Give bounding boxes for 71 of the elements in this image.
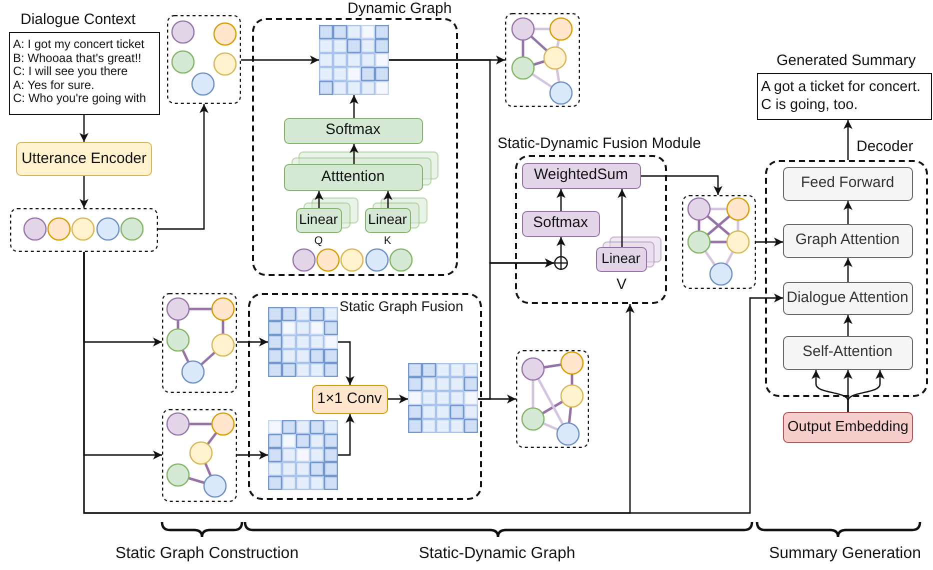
arrow: [618, 189, 626, 247]
arrow: [384, 191, 392, 208]
process-box: 1×1 Conv: [312, 384, 388, 414]
graph-drawing: [682, 195, 756, 289]
arrow: [350, 144, 358, 164]
group-title: Static-Dynamic Fusion Module: [498, 134, 701, 152]
process-box: Linear: [596, 246, 646, 272]
arrow: [844, 201, 852, 224]
circled-plus-icon: [554, 256, 568, 270]
arrow: [556, 189, 566, 211]
graph-drawing: [162, 409, 237, 502]
arrow: [80, 115, 88, 142]
arrow: [641, 175, 722, 195]
process-box: Output Embedding: [783, 412, 913, 443]
matrix-drawing: [268, 306, 338, 376]
arrow: [844, 120, 852, 160]
group-title: Dynamic Graph: [348, 0, 452, 16]
arrow: [478, 258, 554, 400]
input-label: K: [384, 234, 392, 248]
bracket-label: Static Graph Construction: [115, 545, 299, 564]
arrow: [338, 341, 354, 385]
arrow: [237, 450, 268, 460]
matrix-drawing: [408, 362, 478, 432]
arrow: [237, 338, 268, 346]
arrow: [756, 238, 783, 246]
summary-text: A got a ticket for concert. C is going, too.: [761, 78, 922, 114]
matrix-drawing: [268, 420, 338, 490]
dialogue-line: C: I will see you there: [13, 65, 128, 79]
graph-drawing: [162, 293, 237, 393]
process-box: Softmax: [284, 118, 422, 144]
graph-drawing: [505, 13, 580, 107]
graph-drawing: [516, 350, 589, 448]
group-title: Static Graph Fusion: [340, 298, 464, 314]
arrow: [314, 191, 324, 208]
group-title: Decoder: [856, 138, 914, 154]
process-box: Utterance Encoder: [16, 142, 152, 176]
circle-row-drawing: [292, 248, 412, 272]
group-frame: [248, 293, 482, 500]
arrow: [844, 258, 852, 282]
arrow: [388, 394, 408, 404]
dialogue-line: A: Yes for sure.: [13, 78, 94, 92]
input-label: Q: [314, 234, 323, 248]
circle-cluster-drawing: [167, 15, 241, 104]
arrow: [844, 315, 852, 336]
process-box: WeightedSum: [522, 162, 640, 188]
arrow: [241, 56, 319, 64]
process-box: Self-Attention: [782, 336, 912, 370]
section-heading: Generated Summary: [776, 52, 916, 68]
dialogue-line: A: I got my concert ticket: [13, 38, 144, 52]
arrow: [158, 104, 208, 230]
arrow: [556, 237, 566, 256]
process-box: Softmax: [522, 210, 600, 236]
matrix-drawing: [318, 24, 388, 94]
bracket-label: Summary Generation: [768, 545, 922, 564]
dialogue-line: C: Who you're going with: [13, 92, 146, 106]
process-box: Feed Forward: [782, 166, 912, 200]
arrow: [350, 95, 358, 118]
section-heading: Dialogue Context: [20, 10, 136, 28]
process-box: Linear: [296, 208, 342, 232]
process-box: Atttention: [284, 164, 422, 190]
circle-row-drawing: [10, 208, 158, 252]
dialogue-line: B: Whooaa that's great!!: [13, 52, 142, 66]
process-box: Linear: [364, 208, 410, 232]
process-box: Dialogue Attention: [782, 282, 912, 314]
process-box: Graph Attention: [782, 224, 912, 258]
arrow: [80, 176, 88, 208]
bracket-label: Static-Dynamic Graph: [418, 545, 576, 564]
arrow: [83, 252, 783, 514]
input-label: V: [616, 276, 626, 293]
arrow: [847, 370, 884, 412]
arrow: [338, 414, 354, 456]
